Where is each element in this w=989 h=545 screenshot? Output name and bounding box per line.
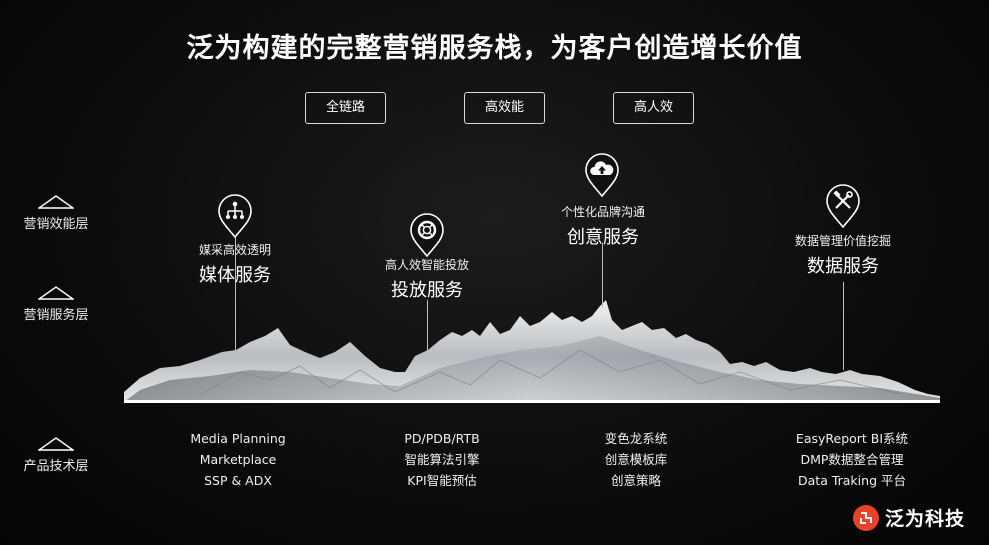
tools-icon xyxy=(826,184,860,229)
cloud-upload-icon xyxy=(585,153,619,198)
product-item: 变色龙系统 xyxy=(604,431,668,446)
service-creative: 个性化品牌沟通 创意服务 xyxy=(544,203,662,249)
product-item: PD/PDB/RTB xyxy=(404,431,480,446)
service-creative-sub: 个性化品牌沟通 xyxy=(560,205,645,219)
products-media: Media Planning Marketplace SSP & ADX xyxy=(168,428,308,491)
service-connector-line xyxy=(843,282,844,370)
layer-efficiency-label: 营销效能层 xyxy=(23,217,89,232)
product-item: 智能算法引擎 xyxy=(404,452,480,467)
layer-service-label: 营销服务层 xyxy=(23,308,89,323)
product-item: Data Traking 平台 xyxy=(798,473,906,488)
service-connector-line xyxy=(602,243,603,308)
service-data-sub: 数据管理价值挖掘 xyxy=(794,234,891,248)
products-data: EasyReport BI系统 DMP数据整合管理 Data Traking 平… xyxy=(772,428,932,491)
product-item: 创意模板库 xyxy=(604,452,668,467)
triangle-icon xyxy=(38,437,74,451)
service-data: 数据管理价值挖掘 数据服务 xyxy=(782,232,904,278)
service-media-sub: 媒采高效透明 xyxy=(198,243,271,257)
service-delivery: 高人效智能投放 投放服务 xyxy=(369,256,485,302)
service-media-title: 媒体服务 xyxy=(199,265,271,286)
product-item: 创意策略 xyxy=(610,473,661,488)
brand-logo-icon xyxy=(852,504,879,531)
service-media: 媒采高效透明 媒体服务 xyxy=(178,241,292,287)
pill-full-chain: 全链路 xyxy=(305,92,386,124)
triangle-icon xyxy=(38,195,74,209)
network-icon xyxy=(218,194,252,239)
service-delivery-sub: 高人效智能投放 xyxy=(384,258,469,272)
lifebuoy-icon xyxy=(410,213,444,258)
product-item: Marketplace xyxy=(199,452,277,467)
pill-high-productivity: 高人效 xyxy=(613,92,694,124)
layer-efficiency: 营销效能层 xyxy=(14,195,98,232)
products-delivery: PD/PDB/RTB 智能算法引擎 KPI智能预估 xyxy=(372,428,512,491)
pill-high-efficiency: 高效能 xyxy=(464,92,545,124)
service-delivery-title: 投放服务 xyxy=(391,280,463,301)
layer-service: 营销服务层 xyxy=(14,286,98,323)
page-title: 泛为构建的完整营销服务栈，为客户创造增长价值 xyxy=(186,33,803,64)
product-item: EasyReport BI系统 xyxy=(795,431,909,446)
brand-logo-text: 泛为科技 xyxy=(884,508,965,530)
brand-logo: 泛为科技 xyxy=(852,504,965,531)
layer-product: 产品技术层 xyxy=(14,437,98,474)
product-item: DMP数据整合管理 xyxy=(800,452,904,467)
product-item: SSP & ADX xyxy=(204,473,272,488)
triangle-icon xyxy=(38,286,74,300)
layer-product-label: 产品技术层 xyxy=(23,459,89,474)
products-creative: 变色龙系统 创意模板库 创意策略 xyxy=(566,428,706,491)
service-creative-title: 创意服务 xyxy=(567,227,639,248)
service-connector-line xyxy=(235,235,236,355)
service-data-title: 数据服务 xyxy=(807,256,879,277)
product-item: KPI智能预估 xyxy=(407,473,477,488)
service-connector-line xyxy=(427,300,428,360)
product-item: Media Planning xyxy=(190,431,286,446)
